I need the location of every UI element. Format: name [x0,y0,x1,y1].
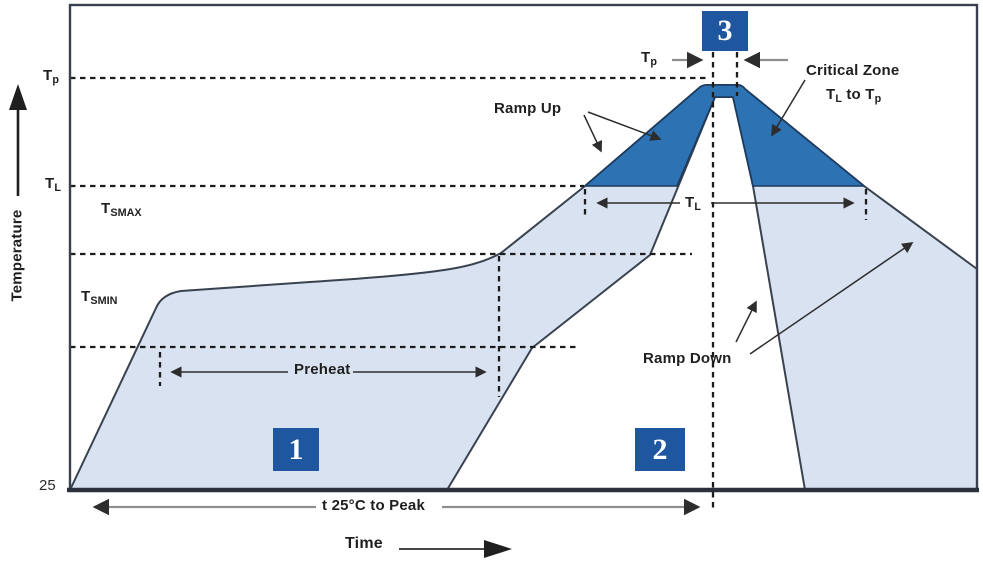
critical-zone-arrow [771,79,806,137]
y-axis-label: Temperature [8,209,26,302]
ramp-down-arrow-2 [749,242,914,355]
ramp-up-label: Ramp Up [494,100,562,117]
zone-1-number: 1 [288,432,304,466]
x-axis-label: Time [345,535,383,552]
tp-axis-label: Tp [43,67,59,87]
zone-2-badge: 2 [635,428,685,471]
zone-3-number: 3 [717,14,733,47]
tsmax-label: TSMAX [101,200,142,220]
critical-zone-label-line1: Critical Zone [806,62,900,79]
temperature-axis-arrowhead [9,84,27,110]
gray-measure-lines [92,51,788,516]
ramp-up-arrow-1 [583,114,603,153]
tp-width-label: Tp [641,49,657,69]
preheat-label: Preheat [294,361,351,378]
tl-axis-label: TL [45,175,61,195]
zone-2-number: 2 [652,432,668,466]
t25-to-peak-label: t 25°C to Peak [322,497,426,514]
ramp-down-label: Ramp Down [643,350,732,367]
critical-zone-label-line2: TL to Tp [826,86,882,106]
zone-3-badge: 3 [702,11,748,51]
tl-span-label: TL [685,194,701,214]
ramp-up-arrow-2 [587,111,662,141]
critical-zone-region [584,84,865,187]
ramp-down-arrow-1 [735,300,757,343]
tsmin-label: TSMIN [81,288,118,308]
annotation-arrows [170,79,914,550]
time-axis-arrowhead [484,540,512,558]
profile-band [69,84,978,491]
dashed-reference-lines [70,52,868,512]
origin-value-label: 25 [39,477,56,494]
zone-1-badge: 1 [273,428,319,471]
